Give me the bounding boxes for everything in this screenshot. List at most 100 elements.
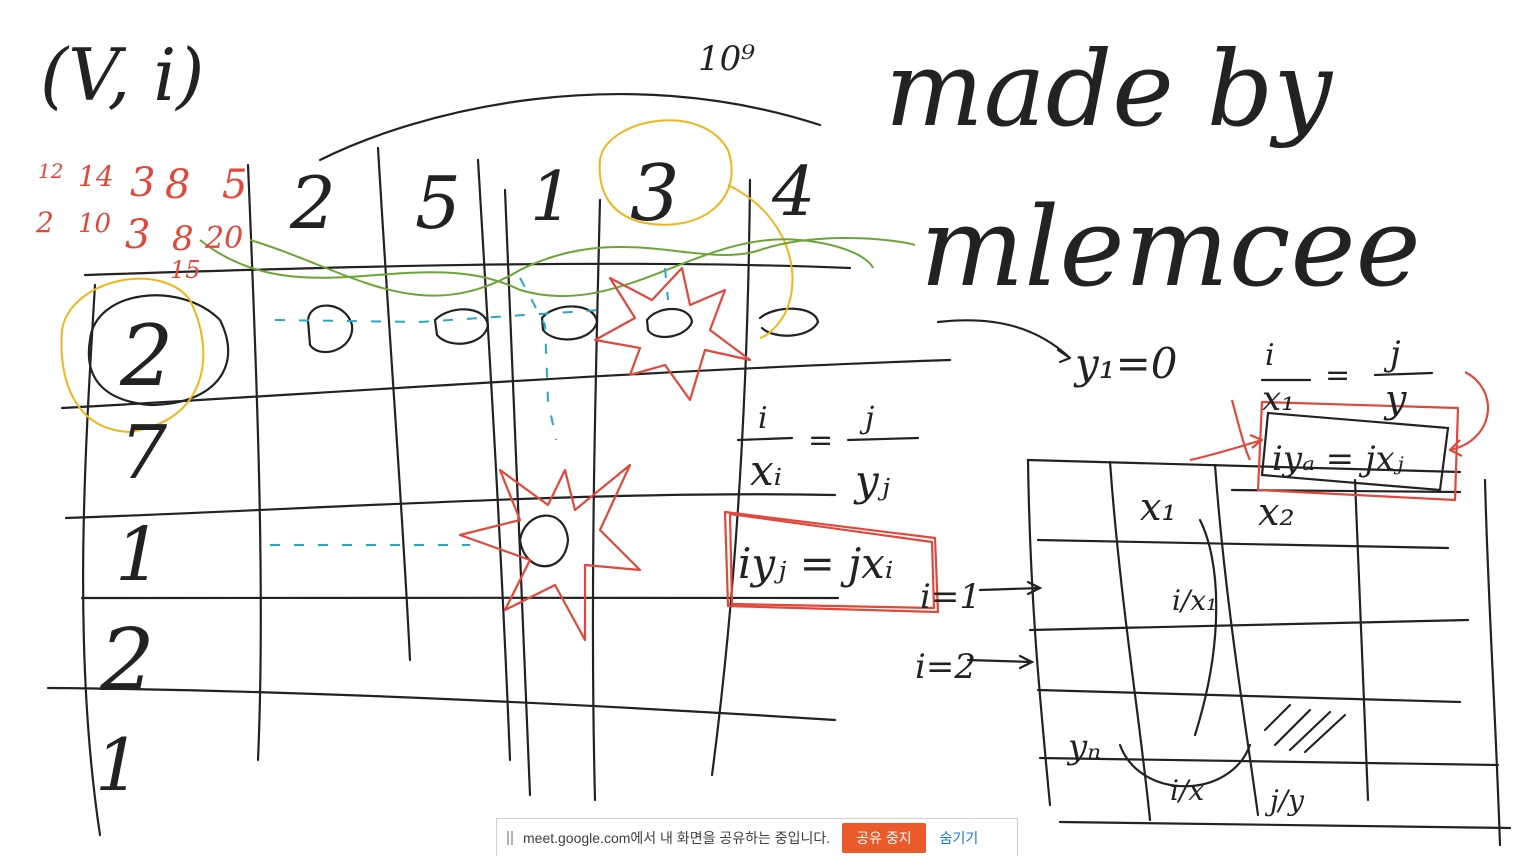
hatch-cell <box>1263 703 1347 754</box>
top-val-4: 3 <box>630 149 680 239</box>
note-j-y: j/y <box>1264 784 1305 817</box>
red-marks <box>458 266 1490 642</box>
circle-cell-5 <box>758 307 820 337</box>
i-label-1: i=1 <box>920 577 981 617</box>
circle-cell-2 <box>433 308 490 345</box>
rtable-col2 <box>1213 463 1260 817</box>
stop-sharing-button[interactable]: 공유 중지 <box>842 822 926 853</box>
frac-left-den-x: xᵢ <box>750 446 782 495</box>
grid-hline-3 <box>64 493 837 520</box>
orange-marks <box>60 119 794 434</box>
table-header-x1: x₁ <box>1140 485 1177 529</box>
signature-line-1: made by <box>885 28 1333 150</box>
left-val-3: 1 <box>115 512 162 598</box>
screen-share-bar: meet.google.com에서 내 화면을 공유하는 중입니다. 공유 중지… <box>496 818 1018 856</box>
rtable-col3 <box>1353 478 1370 802</box>
red-stroke <box>1230 399 1251 461</box>
frac-left-num-j: j <box>859 401 874 436</box>
cyan-dash-short <box>664 267 669 301</box>
green-waves <box>199 237 916 298</box>
frac-right-num-j: j <box>1383 334 1401 374</box>
red-arrow-right <box>1448 371 1490 457</box>
red-row2-5: 20 <box>204 221 243 256</box>
curve-bottom <box>1118 743 1252 788</box>
red-arrow-left <box>1189 433 1264 462</box>
right-box-dark <box>1260 411 1450 492</box>
red-row2-4: 8 <box>172 219 194 259</box>
red-row1-5: 5 <box>222 162 247 208</box>
red-row1-2: 14 <box>78 160 114 193</box>
rtable-row5 <box>1058 820 1512 830</box>
red-row1-3: 3 <box>130 160 155 206</box>
orange-curve <box>727 184 794 339</box>
frac-left-equals: = <box>808 423 833 458</box>
red-row1-1: 12 <box>38 159 63 183</box>
share-message: meet.google.com에서 내 화면을 공유하는 중입니다. <box>523 829 831 846</box>
frac-right-equals: = <box>1325 358 1350 393</box>
top-brace <box>318 92 822 162</box>
left-val-5: 1 <box>95 723 141 807</box>
frac-right-den-x: x₁ <box>1262 379 1295 419</box>
arrow-i2 <box>966 654 1035 670</box>
red-box-left-inner <box>728 512 936 610</box>
frac-right-num-i: i <box>1265 338 1275 373</box>
top-val-5: 4 <box>771 153 815 232</box>
red-star-2 <box>458 463 642 642</box>
red-row2-2: 10 <box>78 209 111 239</box>
orange-circle-left <box>60 277 205 434</box>
top-val-2: 5 <box>415 161 461 245</box>
grid-hline-1 <box>83 262 852 277</box>
rtable-col1 <box>1108 460 1152 822</box>
title-pair: (V, i) <box>40 33 204 117</box>
arrow-down <box>1193 518 1218 737</box>
table-header-x2: x₂ <box>1258 490 1295 534</box>
red-box-left <box>723 510 940 614</box>
orange-circle-top <box>598 119 733 226</box>
green-wave-1 <box>249 237 916 297</box>
rtable-row1 <box>1036 538 1450 550</box>
signature-line-2: mlemcee <box>920 183 1421 311</box>
red-extra: 15 <box>170 256 201 284</box>
grid-hline-4 <box>80 596 840 600</box>
rtable-left <box>1026 458 1052 807</box>
grid-vline-2 <box>246 163 262 762</box>
note-i-x: i/x <box>1170 774 1204 807</box>
exponent-note: 10⁹ <box>698 39 755 79</box>
handwriting-black: (V, i) 10⁹ made by mlemcee 2 5 1 3 4 2 7… <box>40 28 1421 817</box>
frac-right-den-y: y <box>1383 377 1407 421</box>
cyan-dash-row <box>274 309 601 324</box>
left-val-2: 7 <box>120 410 167 496</box>
frac-left-den-y: yⱼ <box>853 456 890 505</box>
circle-cell-1 <box>306 304 354 354</box>
i-label-2: i=2 <box>915 647 976 687</box>
fraction-bar-left <box>736 436 920 442</box>
grid-vline-3 <box>376 146 412 662</box>
red-row1-4: 8 <box>165 162 190 208</box>
circle-left-top <box>87 294 230 407</box>
cyan-dashes <box>270 267 669 546</box>
right-boxed-eq: iyₐ = jxⱼ <box>1272 439 1404 479</box>
grid-lines <box>46 92 1512 847</box>
grid-hline-2 <box>60 358 952 410</box>
handwriting-red: 12 14 3 8 5 2 10 3 8 20 15 <box>35 159 247 284</box>
grid-vline-5 <box>503 188 532 797</box>
grid-vline-6 <box>591 198 602 802</box>
drag-handle-icon[interactable] <box>507 830 513 845</box>
grid-vline-7 <box>710 178 752 777</box>
hide-button[interactable]: 숨기기 <box>936 828 983 848</box>
rtable-top <box>1026 458 1462 474</box>
top-val-1: 2 <box>289 161 336 245</box>
red-star-1 <box>593 266 752 402</box>
fraction-bar-right <box>1260 371 1434 382</box>
top-val-3: 1 <box>530 158 573 237</box>
circle-cell-3 <box>540 305 599 341</box>
circle-cell-6 <box>518 514 570 568</box>
circle-cell-4 <box>645 307 694 339</box>
arrow-to-y <box>936 319 1072 364</box>
arrow-i1 <box>978 580 1043 596</box>
left-val-1: 2 <box>119 307 173 405</box>
rtable-row4 <box>1038 756 1500 767</box>
grid-hline-5 <box>46 686 837 722</box>
rtable-row3 <box>1036 688 1462 704</box>
